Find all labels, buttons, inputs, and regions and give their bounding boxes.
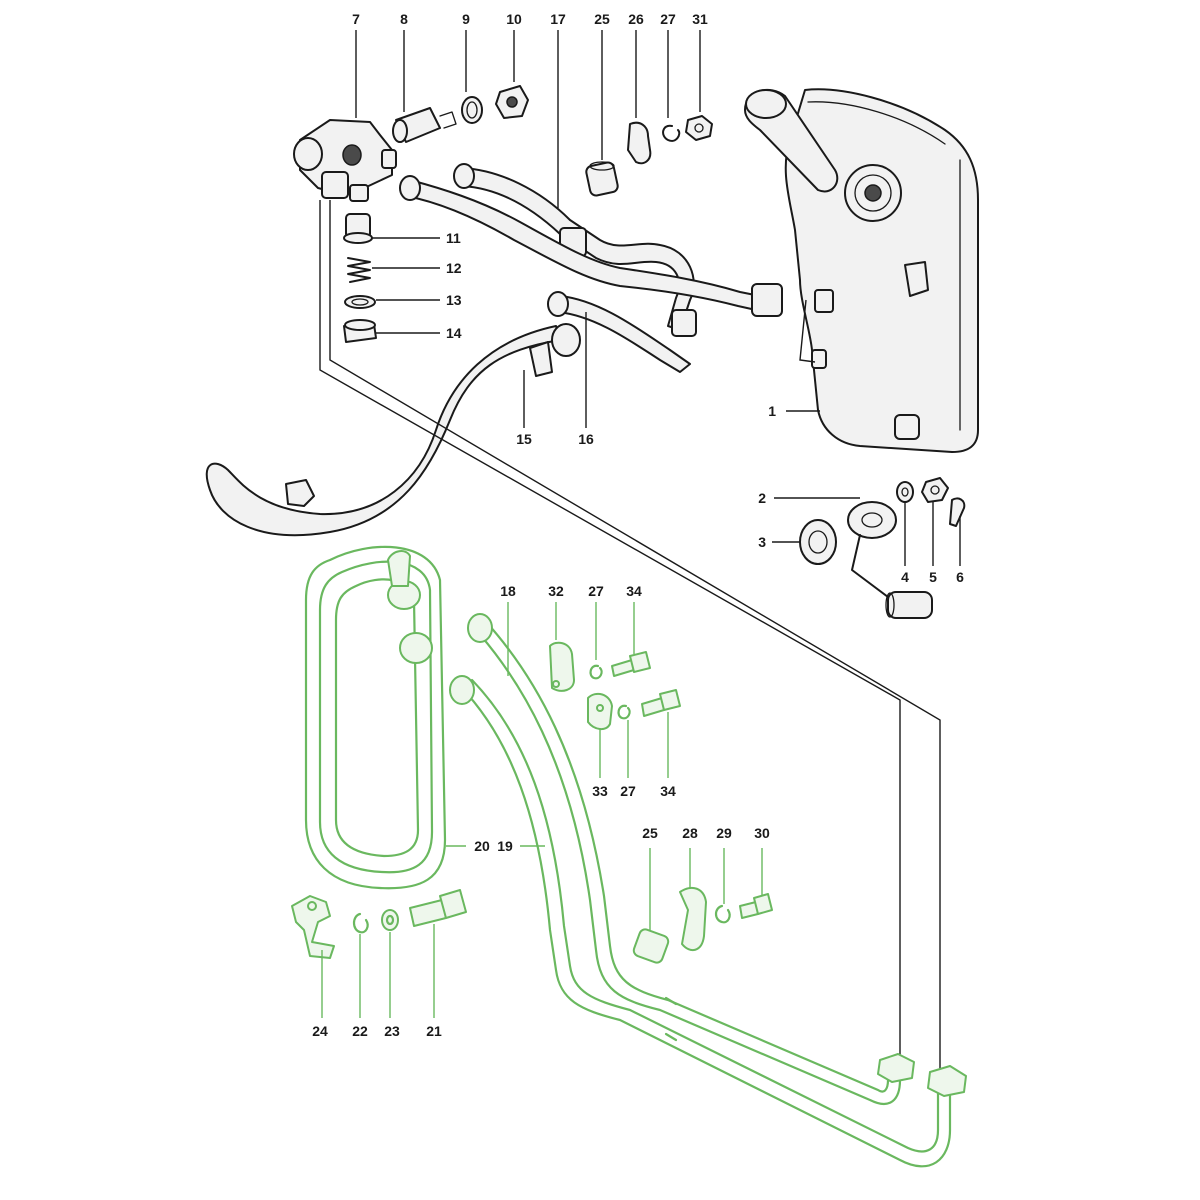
spring-part-12[interactable] (347, 257, 371, 283)
callout-1[interactable]: 1 (768, 403, 776, 419)
callout-24[interactable]: 24 (312, 1023, 328, 1039)
valve-part-11[interactable] (343, 213, 373, 244)
callout-23[interactable]: 23 (384, 1023, 400, 1039)
bracket-part-24[interactable] (291, 895, 335, 959)
callout-26[interactable]: 26 (628, 11, 644, 27)
callout-3[interactable]: 3 (758, 534, 766, 550)
oil-line-part-19[interactable] (449, 675, 967, 1168)
sleeve-part-25-lower[interactable] (632, 928, 670, 965)
callout-5[interactable]: 5 (929, 569, 937, 585)
tank-flange-part-2[interactable] (847, 501, 897, 601)
gasket-part-3[interactable] (799, 519, 837, 565)
bolt-part-30[interactable] (739, 893, 773, 919)
callout-27-lower[interactable]: 27 (620, 783, 636, 799)
callout-28[interactable]: 28 (682, 825, 698, 841)
callout-12[interactable]: 12 (446, 260, 462, 276)
callout-2[interactable]: 2 (758, 490, 766, 506)
callout-19[interactable]: 19 (497, 838, 513, 854)
oil-tank-part-1[interactable] (744, 88, 979, 453)
callout-17[interactable]: 17 (550, 11, 566, 27)
bolt-part-21[interactable] (409, 889, 467, 927)
oil-hose-part-17[interactable] (453, 163, 695, 331)
terminal-part-6[interactable] (949, 497, 966, 527)
ring-part-27-top[interactable] (662, 124, 681, 142)
float-sender-part[interactable] (885, 591, 933, 619)
washer-part-23[interactable] (381, 909, 399, 931)
o-ring-part-9[interactable] (461, 96, 483, 124)
callout-20[interactable]: 20 (474, 838, 490, 854)
callout-25-lower[interactable]: 25 (642, 825, 658, 841)
callout-13[interactable]: 13 (446, 292, 462, 308)
bolt-part-34-lower[interactable] (641, 689, 681, 717)
callout-31[interactable]: 31 (692, 11, 708, 27)
callout-22[interactable]: 22 (352, 1023, 368, 1039)
callout-11[interactable]: 11 (446, 230, 461, 246)
ring-part-29[interactable] (714, 904, 731, 924)
callout-14[interactable]: 14 (446, 325, 462, 341)
ring-part-27-upper[interactable] (589, 664, 603, 680)
thermostat-housing-part-7[interactable] (293, 119, 397, 202)
callout-10[interactable]: 10 (506, 11, 522, 27)
sleeve-part-25-top[interactable] (585, 161, 619, 197)
clamp-part-32[interactable] (549, 641, 575, 692)
callout-27-top[interactable]: 27 (660, 11, 676, 27)
nut-part-31[interactable] (685, 115, 713, 141)
callout-33[interactable]: 33 (592, 783, 608, 799)
callout-30[interactable]: 30 (754, 825, 770, 841)
callout-34-upper[interactable]: 34 (626, 583, 642, 599)
clamp-part-33[interactable] (587, 692, 613, 730)
oil-line-loop-part-20[interactable] (304, 545, 447, 890)
callout-6[interactable]: 6 (956, 569, 964, 585)
callout-32[interactable]: 32 (548, 583, 564, 599)
callout-21[interactable]: 21 (426, 1023, 442, 1039)
fitting-part-8[interactable] (392, 107, 457, 143)
callout-27-upper[interactable]: 27 (588, 583, 604, 599)
callout-34-lower[interactable]: 34 (660, 783, 676, 799)
seal-ring-part-13[interactable] (344, 295, 376, 309)
callout-4[interactable]: 4 (901, 569, 909, 585)
callout-25-top[interactable]: 25 (594, 11, 610, 27)
callout-7[interactable]: 7 (352, 11, 360, 27)
bolt-part-34-upper[interactable] (611, 651, 651, 677)
return-hose-part-15[interactable] (205, 323, 581, 537)
nut-part-5[interactable] (921, 477, 949, 503)
callout-16[interactable]: 16 (578, 431, 594, 447)
plug-screw-part-14[interactable] (343, 319, 377, 343)
callout-29[interactable]: 29 (716, 825, 732, 841)
callout-8[interactable]: 8 (400, 11, 408, 27)
washer-part-4[interactable] (896, 481, 914, 503)
clamp-part-26[interactable] (627, 121, 652, 165)
oil-hose-part-16[interactable] (399, 175, 783, 373)
ring-part-27-lower[interactable] (617, 704, 631, 720)
callout-15[interactable]: 15 (516, 431, 532, 447)
plug-part-10[interactable] (495, 85, 529, 119)
oil-line-part-18[interactable] (467, 613, 915, 1105)
ring-part-22[interactable] (352, 912, 369, 934)
callout-9[interactable]: 9 (462, 11, 470, 27)
callout-18[interactable]: 18 (500, 583, 516, 599)
clamp-part-28[interactable] (679, 886, 707, 952)
